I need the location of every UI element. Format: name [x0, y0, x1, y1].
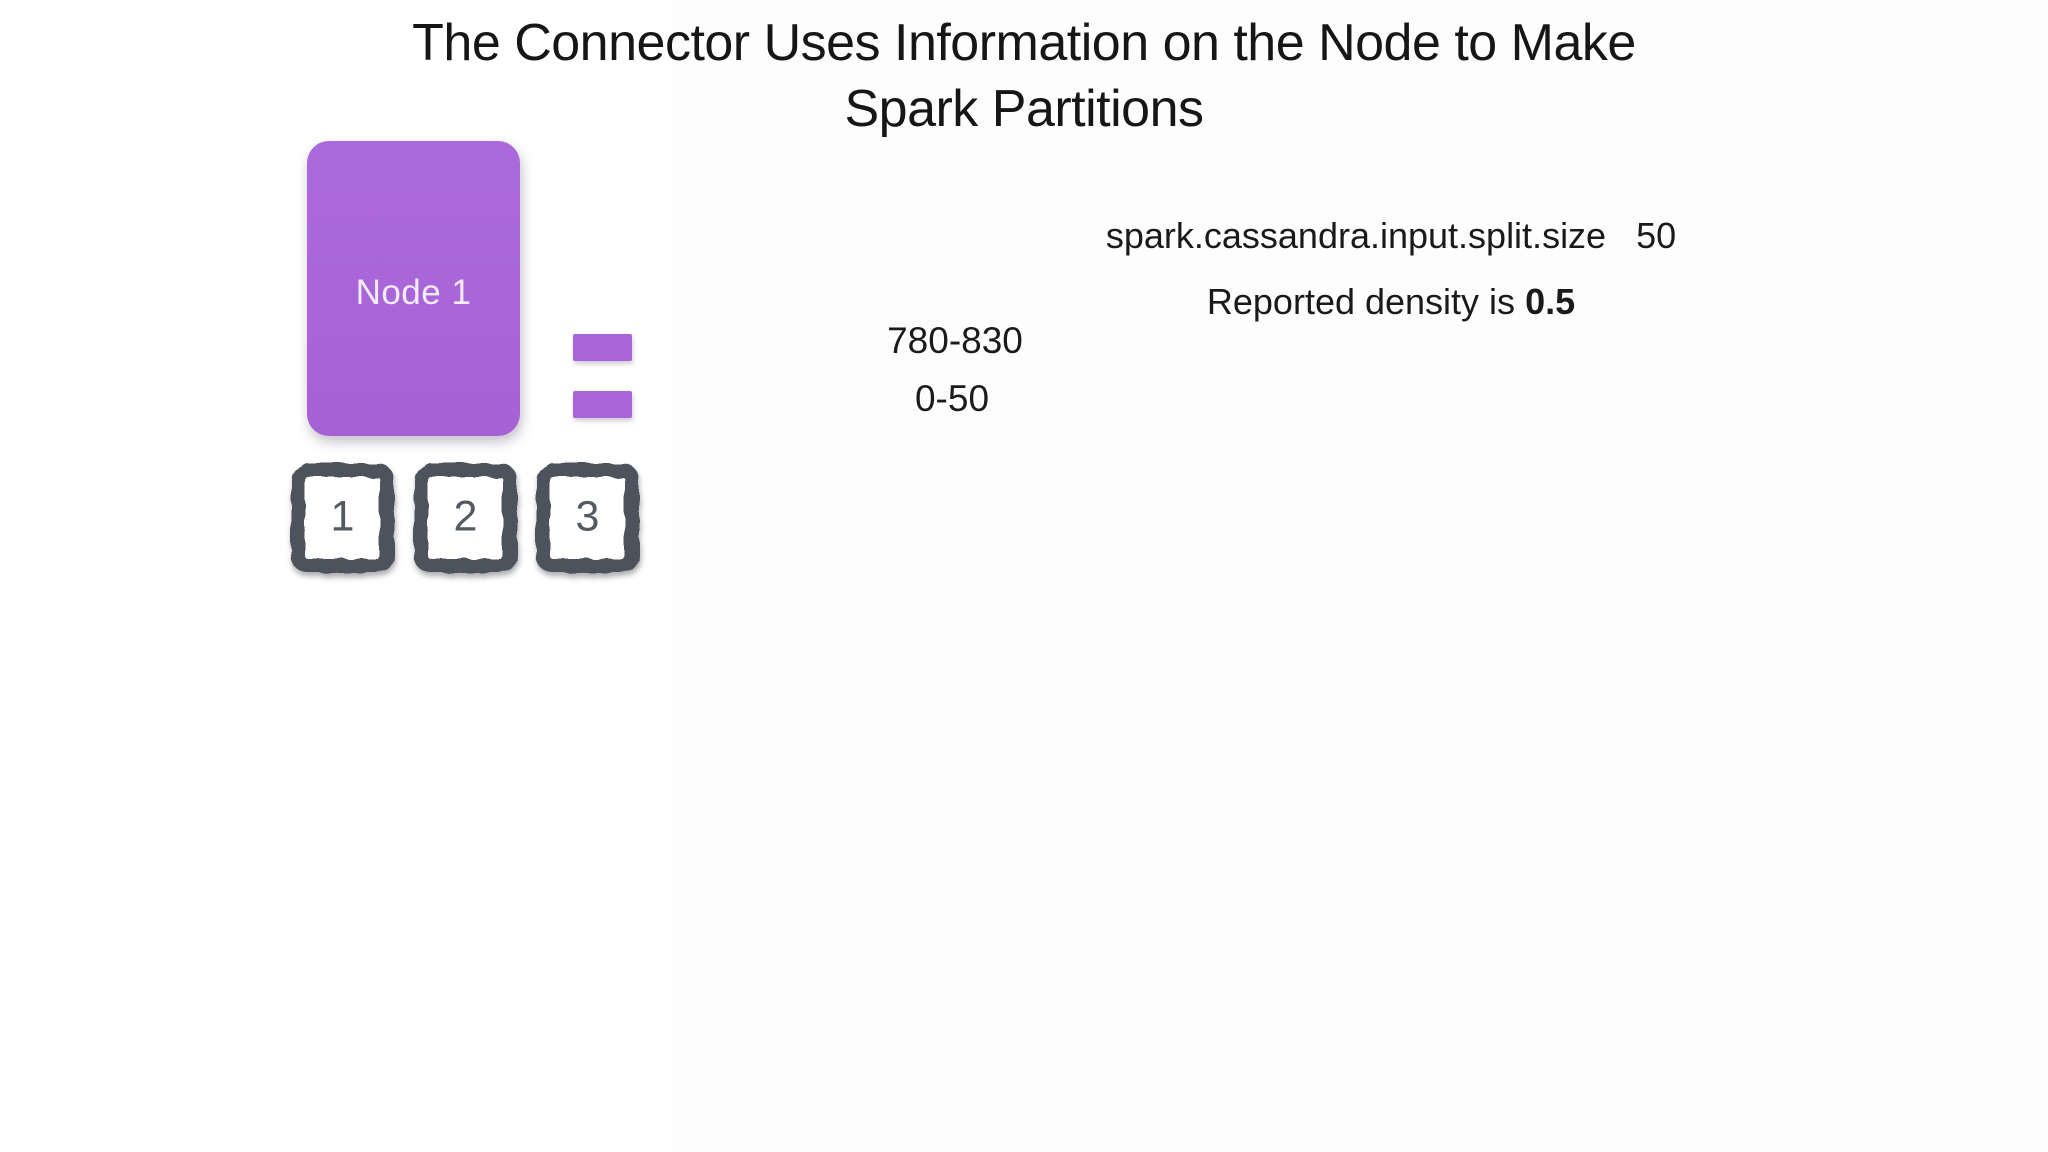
density-text: Reported density is — [1206, 281, 1526, 322]
slide-title-line-1: The Connector Uses Information on the No… — [412, 14, 1636, 72]
token-range-bar-icon-2 — [573, 391, 632, 418]
sketch-frame-icon — [414, 463, 517, 573]
token-range-label-a: 780-830 — [887, 320, 1023, 361]
reported-density-line: Reported density is 0.5 — [1041, 281, 1741, 323]
token-range-label-b: 0-50 — [914, 378, 990, 419]
sketch-frame-icon — [291, 463, 394, 573]
density-value: 0.5 — [1525, 281, 1576, 322]
slide-title-line-2: Spark Partitions — [844, 80, 1204, 138]
spark-partition-1: 1 — [287, 459, 398, 577]
split-size-key: spark.cassandra.input.split.size — [1105, 215, 1607, 256]
slide-title: The Connector Uses Information on the No… — [0, 10, 2048, 142]
split-size-value: 50 — [1636, 215, 1677, 256]
partition-number: 3 — [575, 492, 600, 541]
node-label: Node 1 — [355, 272, 472, 312]
spark-partition-2: 2 — [410, 459, 521, 577]
partition-number: 1 — [330, 492, 355, 541]
config-block: spark.cassandra.input.split.size 50 Repo… — [1041, 215, 1741, 323]
partition-number: 2 — [453, 492, 478, 541]
split-size-config-line: spark.cassandra.input.split.size 50 — [1041, 215, 1741, 257]
spark-partition-3: 3 — [532, 459, 643, 577]
token-range-bar-icon-1 — [573, 334, 632, 361]
background-panel — [673, 0, 2048, 1152]
sketch-frame-icon — [536, 463, 639, 573]
cassandra-node-box: Node 1 — [307, 141, 520, 436]
